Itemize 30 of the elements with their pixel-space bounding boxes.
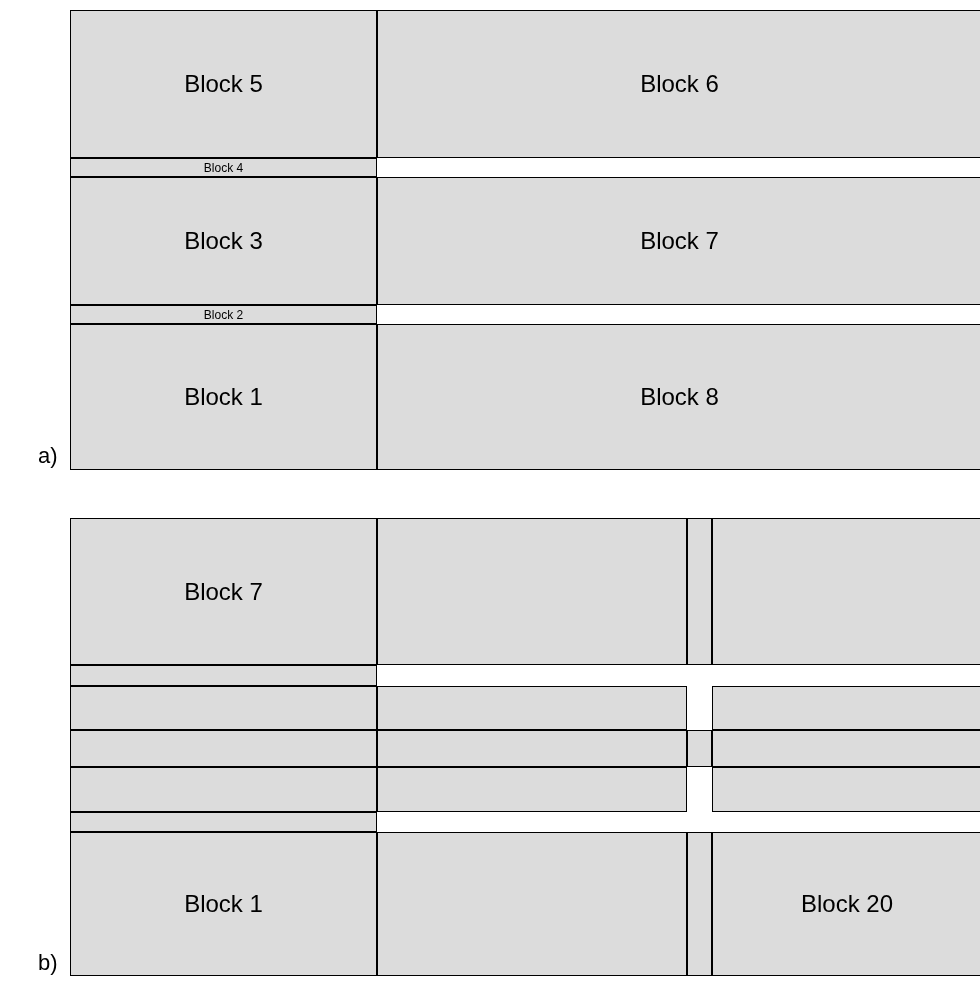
panel-label: a)	[38, 445, 58, 467]
block-label: Block 4	[203, 161, 244, 174]
block-box	[377, 324, 980, 470]
block-label: Block 3	[184, 229, 263, 253]
block-box	[377, 10, 980, 158]
block-box	[70, 158, 377, 177]
empty-block-box	[687, 518, 712, 665]
block-label: Block 5	[184, 72, 263, 96]
block-box	[70, 305, 377, 324]
empty-block-box	[70, 665, 377, 686]
empty-block-box	[712, 686, 980, 730]
block-label: Block 1	[184, 385, 263, 409]
empty-block-box	[687, 832, 712, 976]
block-box	[70, 518, 377, 665]
block-label: Block 20	[800, 892, 894, 916]
block-box	[70, 832, 377, 976]
empty-block-box	[712, 767, 980, 812]
block-label: Block 7	[184, 579, 263, 604]
block-label: Block 1	[184, 892, 263, 916]
block-box	[70, 324, 377, 470]
empty-block-box	[70, 812, 377, 832]
block-label: Block 8	[640, 385, 719, 409]
block-label: Block 2	[203, 308, 244, 321]
block-box	[377, 177, 980, 305]
block-box	[70, 10, 377, 158]
empty-block-box	[687, 730, 712, 767]
block-box	[712, 832, 980, 976]
block-label: Block 6	[640, 72, 719, 96]
block-box	[70, 177, 377, 305]
block-label: Block 7	[640, 229, 719, 253]
